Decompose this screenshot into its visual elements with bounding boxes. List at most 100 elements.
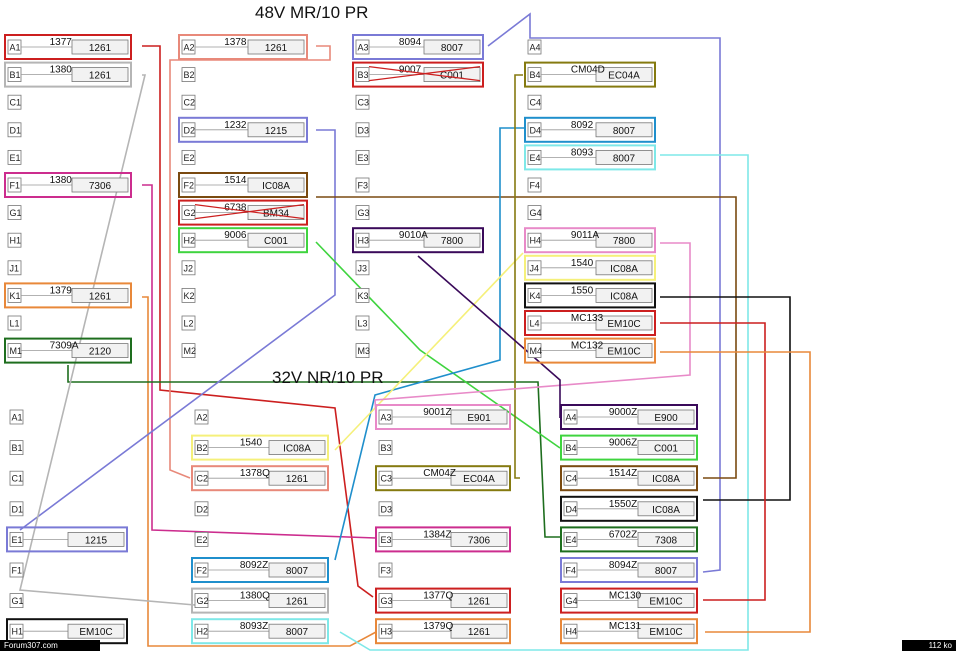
slot-label: K2 xyxy=(184,291,195,301)
slot-upper-g1: G1 xyxy=(7,205,22,221)
code-label: MC133 xyxy=(571,313,604,324)
slot-label: H4 xyxy=(530,236,542,246)
slot-label: D4 xyxy=(530,125,542,135)
slot-label: L1 xyxy=(10,319,20,329)
wire-cyan xyxy=(339,154,749,651)
slot-label: K4 xyxy=(530,291,541,301)
slot-frame xyxy=(524,337,656,364)
slot-label: A2 xyxy=(197,413,208,423)
wire-blue xyxy=(334,127,524,561)
value-label: BM34 xyxy=(263,209,290,220)
slot-upper-m2: M2 xyxy=(181,343,197,359)
slot-frame xyxy=(191,618,329,645)
slot-label: B1 xyxy=(10,70,21,80)
value-box xyxy=(423,232,481,248)
slot-label: L2 xyxy=(184,319,194,329)
value-label: 1261 xyxy=(468,597,491,608)
slot-label: G4 xyxy=(530,208,542,218)
value-box xyxy=(637,532,695,547)
code-label: 1380 xyxy=(50,65,73,76)
slot-label: C2 xyxy=(197,474,209,484)
slot-label: F2 xyxy=(184,181,195,191)
code-label: 8092Z xyxy=(240,560,268,571)
value-label: IC08A xyxy=(610,264,638,275)
slot-frame xyxy=(352,61,484,88)
value-label: IC08A xyxy=(610,291,638,302)
slot-label: E2 xyxy=(184,153,195,163)
slot-label: F2 xyxy=(197,566,208,576)
code-label: 1540 xyxy=(571,258,594,269)
value-label: 1261 xyxy=(89,71,112,82)
slot-lower-f1: F1 xyxy=(9,562,24,578)
bottom-title: 32V NR/10 PR xyxy=(272,368,384,387)
value-label: 7800 xyxy=(441,236,464,247)
slot-box xyxy=(378,440,393,456)
slot-frame xyxy=(352,34,484,60)
slot-frame xyxy=(191,557,329,583)
value-box xyxy=(637,501,695,517)
slot-upper-d1: D1 xyxy=(7,122,22,138)
slot-label: C3 xyxy=(381,474,393,484)
slot-box xyxy=(181,149,196,165)
code-label: 8094Z xyxy=(609,560,637,571)
slot-label: L3 xyxy=(358,319,368,329)
slot-box xyxy=(181,67,196,82)
footer-site: Forum307.com xyxy=(0,640,100,651)
slot-frame xyxy=(560,434,698,461)
value-box xyxy=(595,122,653,138)
slot-frame xyxy=(375,587,511,614)
slot-label: B3 xyxy=(358,70,369,80)
slot-label: F1 xyxy=(10,181,21,191)
slot-upper-f4: F4 xyxy=(527,177,542,193)
slot-label: E3 xyxy=(381,535,392,545)
code-label: 9011A xyxy=(571,230,600,241)
value-box xyxy=(637,470,695,486)
slot-frame xyxy=(178,199,308,226)
value-box xyxy=(450,409,508,425)
slot-box xyxy=(527,177,542,193)
slot-box xyxy=(181,94,196,110)
slot-frame xyxy=(375,618,511,645)
slot-box xyxy=(181,287,196,303)
slot-upper-g4: G4 xyxy=(527,205,542,221)
slot-label: B2 xyxy=(197,443,208,453)
slot-label: G4 xyxy=(566,596,578,606)
slot-box xyxy=(7,149,22,165)
slot-label: M2 xyxy=(184,346,197,356)
slot-box xyxy=(181,343,196,359)
slot-upper-b1: B1 1261 1380 xyxy=(4,61,132,88)
slot-upper-k2: K2 xyxy=(181,287,196,303)
slot-label: L4 xyxy=(530,319,540,329)
slot-lower-g1: G1 xyxy=(9,593,24,608)
value-label: 8007 xyxy=(286,566,309,577)
code-label: 1378Q xyxy=(240,468,270,479)
value-label: C001 xyxy=(654,444,678,455)
slot-frame xyxy=(560,587,698,614)
slot-frame xyxy=(4,61,132,88)
strike-line xyxy=(194,204,305,220)
code-label: 1380Q xyxy=(240,591,270,602)
slot-box xyxy=(355,205,370,221)
value-box xyxy=(637,623,695,639)
slot-label: H3 xyxy=(381,627,393,637)
slot-label: G1 xyxy=(12,596,24,606)
slot-lower-b3: B3 xyxy=(378,440,393,456)
wire-yellow xyxy=(334,252,524,451)
value-box xyxy=(67,623,125,639)
slot-label: J1 xyxy=(10,263,20,273)
slot-label: F3 xyxy=(358,181,369,191)
value-box xyxy=(268,623,326,639)
slot-frame xyxy=(191,465,329,492)
code-label: 1232 xyxy=(224,120,247,131)
